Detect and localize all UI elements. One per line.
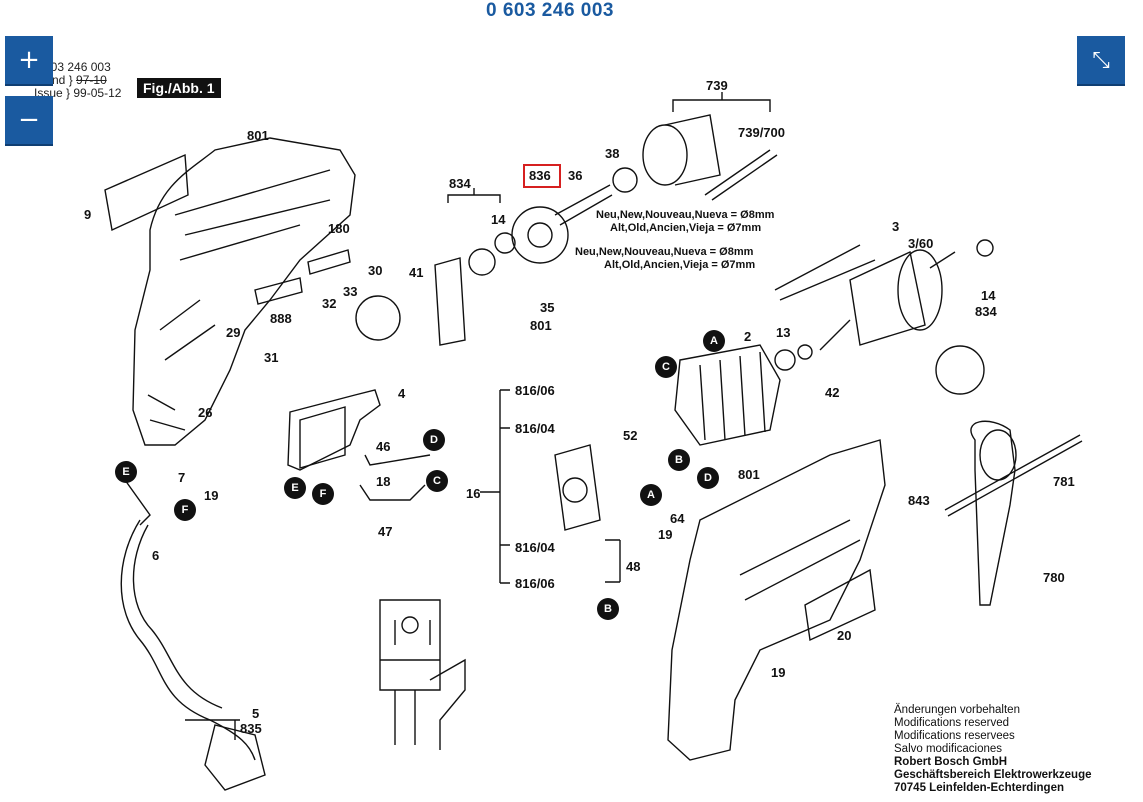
footer-line-3: Modifications reservees [894,730,1015,742]
callout-180: 180 [328,221,350,236]
connector-A: A [703,330,725,352]
callout-19-b: 19 [658,527,673,542]
fit-screen-button[interactable]: ⤡ [1077,36,1125,86]
label-plate [104,153,189,232]
callout-780: 780 [1043,570,1065,585]
connector-C: C [655,356,677,378]
callout-14-b: 14 [981,288,996,303]
meta-part-number: 0 603 246 003 [34,60,111,74]
callout-816-04-b: 816/04 [515,540,555,555]
callout-30: 30 [368,263,383,278]
figure-label: Fig./Abb. 1 [137,78,221,98]
diameter-note-1b: Alt,Old,Ancien,Vieja = Ø7mm [610,222,762,234]
connector-C-2: C [426,470,448,492]
minus-icon: − [18,105,40,135]
callout-52: 52 [623,428,638,443]
callout-816-04: 816/04 [515,421,555,436]
connector-F-2: F [174,499,196,521]
meta-stand-value: 97-10 [76,73,107,87]
connector-D-2: D [423,429,445,451]
callout-19-c: 19 [771,665,786,680]
callout-843: 843 [908,493,930,508]
callout-32: 32 [322,296,337,311]
diameter-note-1a: Neu,New,Nouveau,Nueva = Ø8mm [596,209,775,221]
brush-holder [554,444,601,531]
callout-834: 834 [449,176,471,191]
callout-3-60: 3/60 [908,236,934,251]
power-cord [120,519,256,761]
callout-42: 42 [825,385,840,400]
callout-41: 41 [409,265,424,280]
meta-issue-value: 99-05-12 [73,86,122,100]
callout-31: 31 [264,350,279,365]
footer-line-4: Salvo modificaciones [894,743,1003,755]
footer-company: Robert Bosch GmbH [894,756,1008,768]
wiring-schematic [379,599,441,745]
callout-9: 9 [84,207,92,222]
callout-19: 19 [204,488,219,503]
switch-body [287,389,381,471]
connector-E-2: E [115,461,137,483]
housing-left [132,137,356,446]
callout-7: 7 [178,470,186,485]
footer-address: 70745 Leinfelden-Echterdingen [894,782,1064,794]
callout-46: 46 [376,439,391,454]
callout-14: 14 [491,212,506,227]
callout-739-700: 739/700 [738,125,785,140]
connector-A-2: A [640,484,662,506]
callout-33: 33 [343,284,358,299]
connector-D: D [697,467,719,489]
gear-836 [511,206,569,264]
plus-icon: + [18,45,40,75]
zoom-in-button[interactable]: + [5,36,53,86]
callout-834-b: 834 [975,304,997,319]
callout-29: 29 [226,325,241,340]
diameter-note-2a: Neu,New,Nouveau,Nueva = Ø8mm [575,246,754,258]
callout-888: 888 [270,311,292,326]
footer-notice: Änderungen vorbehalten Modifications res… [894,704,1092,795]
callout-801: 801 [247,128,269,143]
callout-836: 836 [529,168,551,183]
callout-36: 36 [568,168,583,183]
callout-13: 13 [776,325,791,340]
callout-6: 6 [152,548,160,563]
connector-B-2: B [597,598,619,620]
callout-816-06-b: 816/06 [515,576,555,591]
connector-F: F [312,483,334,505]
housing-right [667,439,886,761]
callout-20: 20 [837,628,852,643]
connector-E: E [284,477,306,499]
highlight-box-836 [523,164,561,188]
aux-handle [970,420,1016,606]
callout-16: 16 [466,486,481,501]
callout-48: 48 [626,559,641,574]
callout-801-c: 801 [738,467,760,482]
callout-64: 64 [670,511,685,526]
callout-26: 26 [198,405,213,420]
callout-2: 2 [744,329,752,344]
footer-line-1: Änderungen vorbehalten [894,704,1020,716]
callout-35: 35 [540,300,555,315]
callout-38: 38 [605,146,620,161]
field-coil [674,344,781,446]
callout-18: 18 [376,474,391,489]
callout-801-b: 801 [530,318,552,333]
callout-4: 4 [398,386,406,401]
diameter-note-2b: Alt,Old,Ancien,Vieja = Ø7mm [604,259,756,271]
footer-division: Geschäftsbereich Elektrowerkzeuge [894,769,1092,781]
callout-3: 3 [892,219,900,234]
page-title: 0 603 246 003 [485,0,614,21]
collapse-arrows-icon: ⤡ [1092,47,1110,73]
callout-835: 835 [240,721,262,736]
zoom-out-button[interactable]: − [5,96,53,146]
connector-B: B [668,449,690,471]
callout-5: 5 [252,706,260,721]
callout-816-06: 816/06 [515,383,555,398]
callout-739: 739 [706,78,728,93]
callout-781: 781 [1053,474,1075,489]
callout-47: 47 [378,524,393,539]
footer-line-2: Modifications reserved [894,717,1010,729]
